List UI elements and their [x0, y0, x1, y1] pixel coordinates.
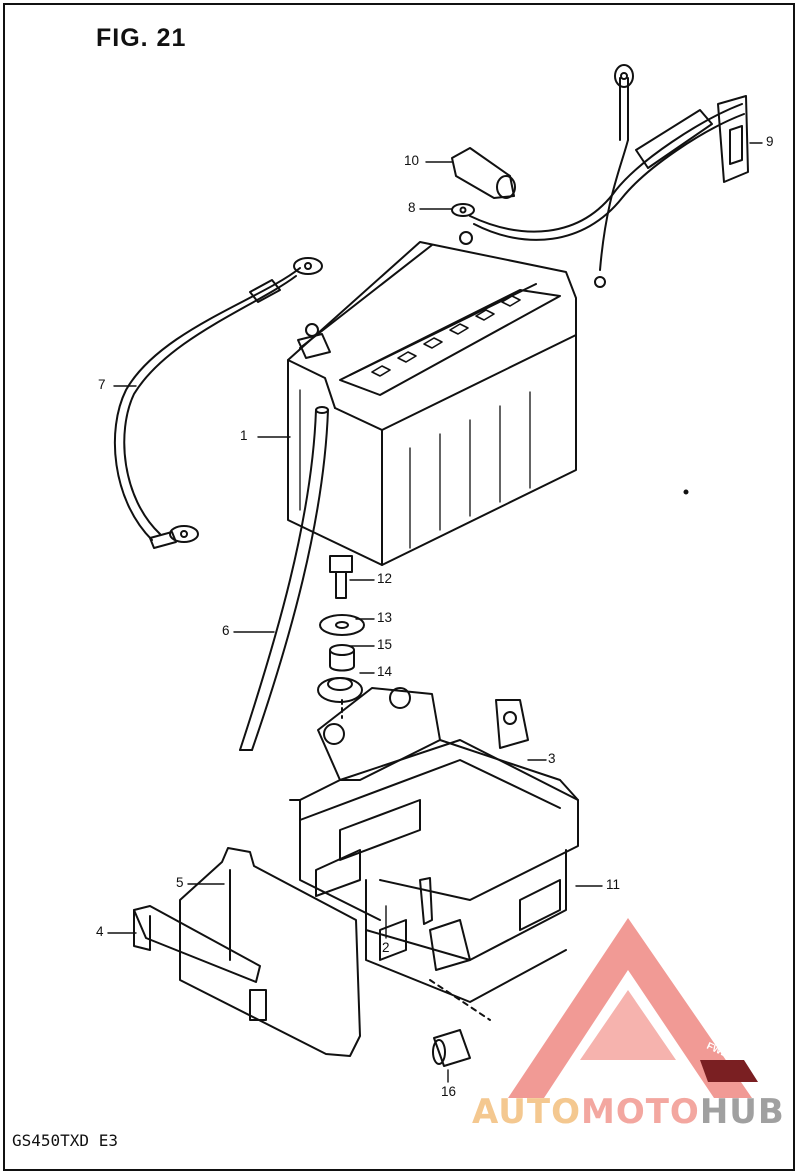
leader-lines — [107, 142, 763, 1083]
battery — [287, 231, 577, 566]
callout-8: 8 — [408, 200, 416, 215]
callout-1: 1 — [240, 428, 248, 443]
callout-3: 3 — [548, 751, 556, 766]
watermark-logo — [508, 918, 758, 1098]
figure-border — [3, 3, 795, 1171]
callout-5: 5 — [176, 875, 184, 890]
watermark-moto: MOTO — [580, 1092, 700, 1132]
callout-4: 4 — [96, 924, 104, 939]
callout-15: 15 — [377, 637, 393, 652]
battery-holder — [289, 687, 579, 1021]
watermark-hub: HUB — [699, 1092, 785, 1132]
watermark-auto: AUTO — [472, 1092, 581, 1132]
battery-cover-plate — [179, 847, 361, 1057]
callout-14: 14 — [377, 664, 393, 679]
watermark-text: AUTOMOTOHUB — [472, 1092, 785, 1132]
callout-7: 7 — [98, 377, 106, 392]
callout-10: 10 — [404, 153, 420, 168]
breather-hose — [239, 406, 329, 751]
mounting-hardware — [317, 555, 365, 719]
cap — [432, 1029, 471, 1067]
terminal-cover — [451, 147, 516, 199]
callout-2: 2 — [382, 940, 390, 955]
callout-6: 6 — [222, 623, 230, 638]
negative-lead-wire — [113, 257, 323, 549]
callout-13: 13 — [377, 610, 393, 625]
callout-9: 9 — [766, 134, 774, 149]
model-code: GS450TXD E3 — [12, 1131, 118, 1150]
figure-title: FIG. 21 — [96, 24, 187, 52]
rubber-strap — [133, 905, 261, 983]
callout-11: 11 — [606, 877, 621, 892]
callout-16: 16 — [441, 1084, 457, 1099]
positive-lead-wire — [451, 64, 749, 288]
callout-12: 12 — [377, 571, 393, 586]
